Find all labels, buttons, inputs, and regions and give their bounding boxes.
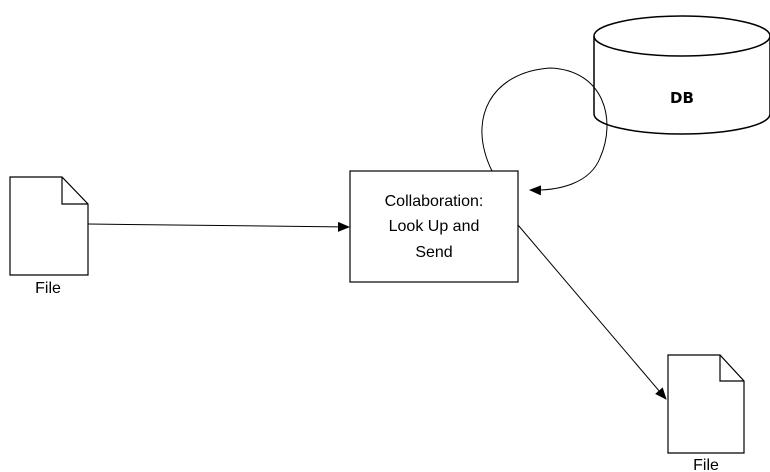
process-node: Collaboration: Look Up and Send — [349, 170, 519, 283]
loop-connector — [481, 67, 608, 196]
output-file-node: File — [667, 354, 745, 472]
database-label: DB — [670, 89, 694, 107]
process-line-3: Send — [415, 244, 452, 261]
document-icon — [667, 354, 745, 454]
process-to-output-arrow — [517, 224, 667, 400]
database-cylinder — [593, 15, 770, 57]
database-node: DB — [593, 15, 770, 135]
process-line-1: Collaboration: — [385, 193, 484, 210]
input-file-label: File — [35, 280, 61, 297]
input-file-node: File — [9, 176, 89, 297]
process-box — [349, 170, 519, 283]
process-line-2: Look Up and — [389, 218, 480, 235]
input-to-process-arrow — [87, 221, 350, 232]
document-icon — [9, 176, 89, 276]
output-file-label: File — [693, 457, 719, 472]
